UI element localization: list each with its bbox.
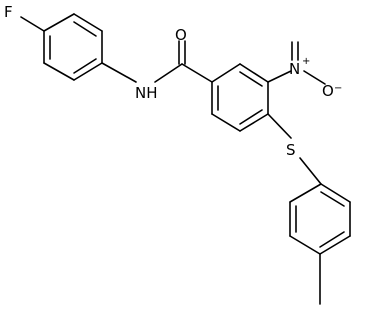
nitro-o-charge: − bbox=[334, 83, 342, 94]
bond bbox=[73, 13, 103, 32]
bond bbox=[239, 71, 263, 87]
atom-label-nitro-o: O bbox=[322, 82, 334, 100]
atom-label-carbonyl-o: O bbox=[175, 26, 187, 44]
bond bbox=[320, 183, 351, 203]
bond bbox=[303, 70, 326, 85]
bond bbox=[73, 58, 97, 74]
bond bbox=[154, 63, 183, 83]
atom-label-nitro-n: N bbox=[289, 60, 300, 78]
bond bbox=[211, 63, 241, 83]
atom-label-sulfur: S bbox=[286, 141, 296, 159]
bond bbox=[20, 16, 45, 32]
bond bbox=[73, 62, 103, 81]
bond bbox=[267, 113, 292, 139]
bond bbox=[43, 62, 75, 81]
bonds bbox=[20, 13, 351, 305]
bond bbox=[239, 63, 269, 83]
bond bbox=[267, 70, 292, 83]
nitro-n-charge: + bbox=[302, 56, 310, 67]
atom-label-amide-nh: NH bbox=[135, 84, 158, 102]
bond bbox=[101, 62, 137, 83]
atom-labels: F NH O N + O − S bbox=[4, 3, 342, 159]
bond bbox=[320, 191, 345, 207]
bond bbox=[239, 113, 269, 132]
bond bbox=[239, 109, 263, 125]
bond bbox=[319, 231, 345, 248]
bond bbox=[319, 235, 351, 255]
bond bbox=[73, 21, 97, 37]
bond bbox=[211, 113, 241, 132]
bond bbox=[299, 157, 322, 185]
bond bbox=[43, 13, 75, 32]
bond bbox=[289, 235, 321, 255]
atom-label-fluorine: F bbox=[4, 3, 13, 21]
bond bbox=[181, 63, 213, 83]
bond bbox=[289, 183, 322, 203]
